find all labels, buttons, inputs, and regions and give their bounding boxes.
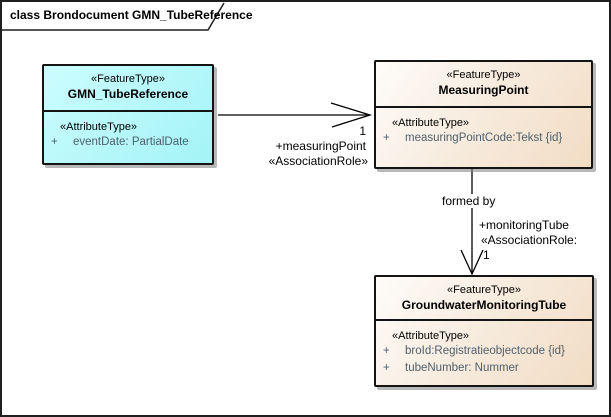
class-name: GroundwaterMonitoringTube <box>401 298 567 312</box>
attribute-visibility: + <box>383 345 390 357</box>
class-stereotype: «FeatureType» <box>91 73 165 85</box>
attribute-signature: measuringPointCode:Tekst {id} <box>405 132 563 144</box>
attribute-visibility: + <box>383 362 390 374</box>
class-name: MeasuringPoint <box>438 83 529 97</box>
role-name-label: +monitoringTube <box>479 218 569 232</box>
role-name-label: +measuringPoint <box>275 139 366 153</box>
class-groundwatermonitoringtube[interactable]: «FeatureType» GroundwaterMonitoringTube … <box>374 275 594 387</box>
attribute-row: + measuringPointCode:Tekst {id} <box>376 130 591 147</box>
attribute-visibility: + <box>383 132 390 144</box>
diagram-frame-title: class Brondocument GMN_TubeReference <box>10 8 253 22</box>
class-stereotype: «FeatureType» <box>446 69 521 81</box>
attribute-row: + tubeNumber: Nummer <box>376 360 592 377</box>
attributes-compartment: «AttributeType» + eventDate: PartialDate <box>44 110 212 151</box>
multiplicity-label: 1 <box>359 124 366 138</box>
association-role-stereotype-label: «AssociationRole: <box>481 233 578 247</box>
attribute-stereotype: «AttributeType» <box>392 117 470 129</box>
class-stereotype: «FeatureType» <box>447 284 521 296</box>
association-name-label: formed by <box>439 194 499 208</box>
attributes-compartment: «AttributeType» + measuringPointCode:Tek… <box>376 106 591 147</box>
open-arrowhead-down-icon <box>460 249 484 276</box>
class-gmn-tubereference[interactable]: «FeatureType» GMN_TubeReference «Attribu… <box>42 64 214 165</box>
class-name: GMN_TubeReference <box>67 87 189 101</box>
attributes-compartment: «AttributeType» + broId:Registratieobjec… <box>376 319 592 377</box>
class-header: «FeatureType» MeasuringPoint <box>376 62 591 106</box>
attribute-stereotype: «AttributeType» <box>392 330 470 342</box>
class-measuringpoint[interactable]: «FeatureType» MeasuringPoint «AttributeT… <box>374 60 593 169</box>
attribute-row: + broId:Registratieobjectcode {id} <box>376 343 592 360</box>
frame-tab-outline <box>2 2 225 31</box>
attribute-stereotype: «AttributeType» <box>60 121 138 133</box>
attribute-signature: broId:Registratieobjectcode {id} <box>405 345 565 357</box>
association-role-stereotype-label: «AssociationRole» <box>268 154 368 168</box>
attribute-visibility: + <box>51 136 58 148</box>
class-header: «FeatureType» GroundwaterMonitoringTube <box>376 277 592 319</box>
attribute-signature: eventDate: PartialDate <box>73 136 189 148</box>
multiplicity-label: 1 <box>483 248 490 262</box>
class-header: «FeatureType» GMN_TubeReference <box>44 66 212 110</box>
attribute-signature: tubeNumber: Nummer <box>405 362 519 374</box>
attribute-row: + eventDate: PartialDate <box>44 134 212 151</box>
open-arrowhead-right-icon <box>330 102 373 128</box>
